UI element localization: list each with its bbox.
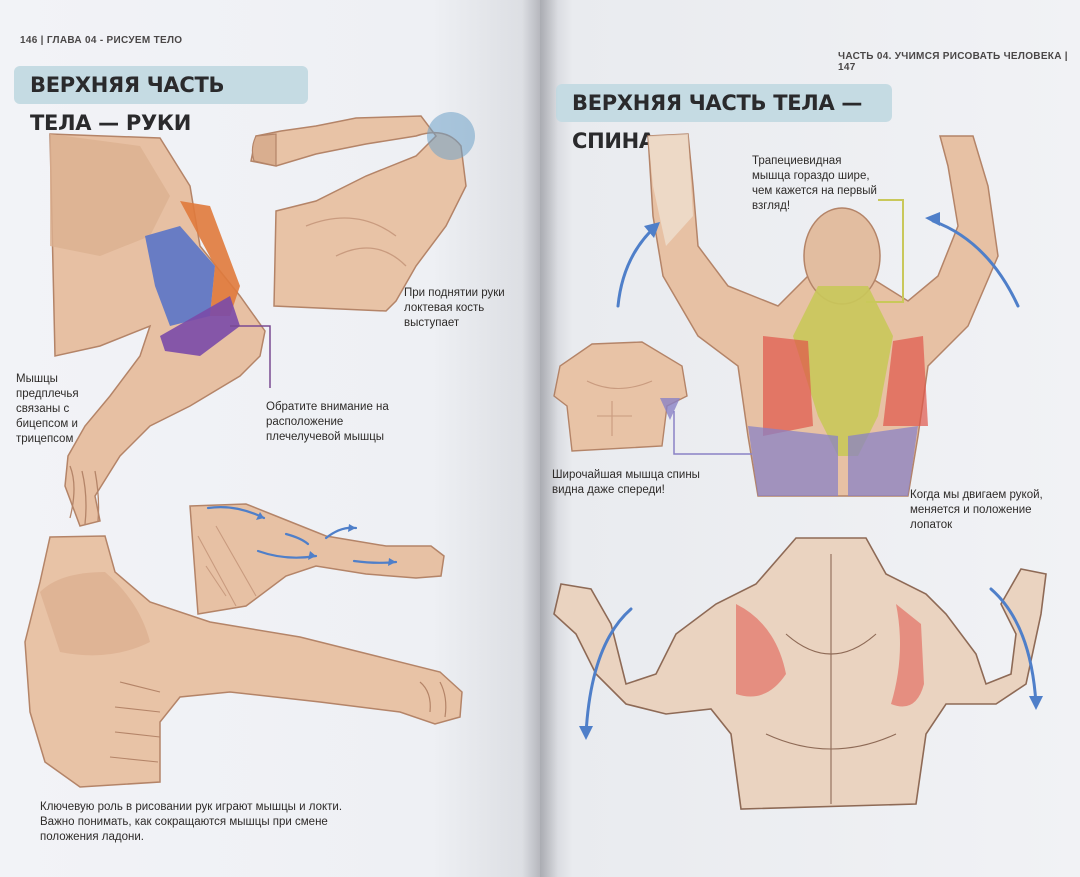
scapula-right-highlight bbox=[891, 604, 924, 707]
back-raised-arms-illustration bbox=[616, 133, 1020, 497]
raised-arm-illustration bbox=[250, 112, 475, 312]
brachial-highlight bbox=[160, 296, 240, 356]
elbow-highlight bbox=[427, 112, 475, 160]
trapezius-highlight bbox=[793, 286, 893, 456]
scapula-left-highlight bbox=[736, 604, 786, 697]
arm-muscles-illustration bbox=[49, 133, 271, 527]
forearm-caption: Мышцы предплечья связаны с бицепсом и тр… bbox=[16, 373, 79, 445]
bottom-caption: Ключевую роль в рисовании рук играют мыш… bbox=[40, 801, 343, 843]
lat-right-highlight bbox=[883, 336, 928, 426]
left-page: 146 | ГЛАВА 04 - РИСУЕМ ТЕЛО ВЕРХНЯЯ ЧАС… bbox=[0, 0, 540, 877]
chest-front-illustration bbox=[553, 341, 752, 455]
trapezius-caption: Трапециевидная мышца гораздо шире, чем к… bbox=[752, 155, 877, 212]
right-page-header: ЧАСТЬ 04. УЧИМСЯ РИСОВАТЬ ЧЕЛОВЕКА | 147 bbox=[838, 51, 1068, 73]
right-page: ЧАСТЬ 04. УЧИМСЯ РИСОВАТЬ ЧЕЛОВЕКА | 147… bbox=[540, 0, 1080, 877]
elbow-caption: При поднятии руки локтевая кость выступа… bbox=[404, 287, 505, 329]
biceps-highlight bbox=[145, 226, 215, 326]
left-page-header: 146 | ГЛАВА 04 - РИСУЕМ ТЕЛО bbox=[20, 35, 183, 46]
latissimus-caption: Широчайшая мышца спины видна даже сперед… bbox=[552, 469, 700, 496]
right-page-title: ВЕРХНЯЯ ЧАСТЬ ТЕЛА — СПИНА bbox=[556, 84, 892, 153]
book-gutter bbox=[522, 0, 558, 877]
triceps-highlight bbox=[180, 201, 240, 316]
lat-left-highlight bbox=[763, 336, 813, 436]
scapula-movement-illustration bbox=[553, 537, 1047, 810]
extended-arm-illustration bbox=[24, 535, 463, 788]
forearm-arrows-illustration bbox=[189, 503, 445, 615]
brachioradialis-caption: Обратите внимание на расположение плечел… bbox=[266, 401, 389, 443]
scapula-caption: Когда мы двигаем рукой, меняется и полож… bbox=[910, 489, 1043, 531]
left-page-title: ВЕРХНЯЯ ЧАСТЬ ТЕЛА — РУКИ bbox=[14, 66, 308, 135]
